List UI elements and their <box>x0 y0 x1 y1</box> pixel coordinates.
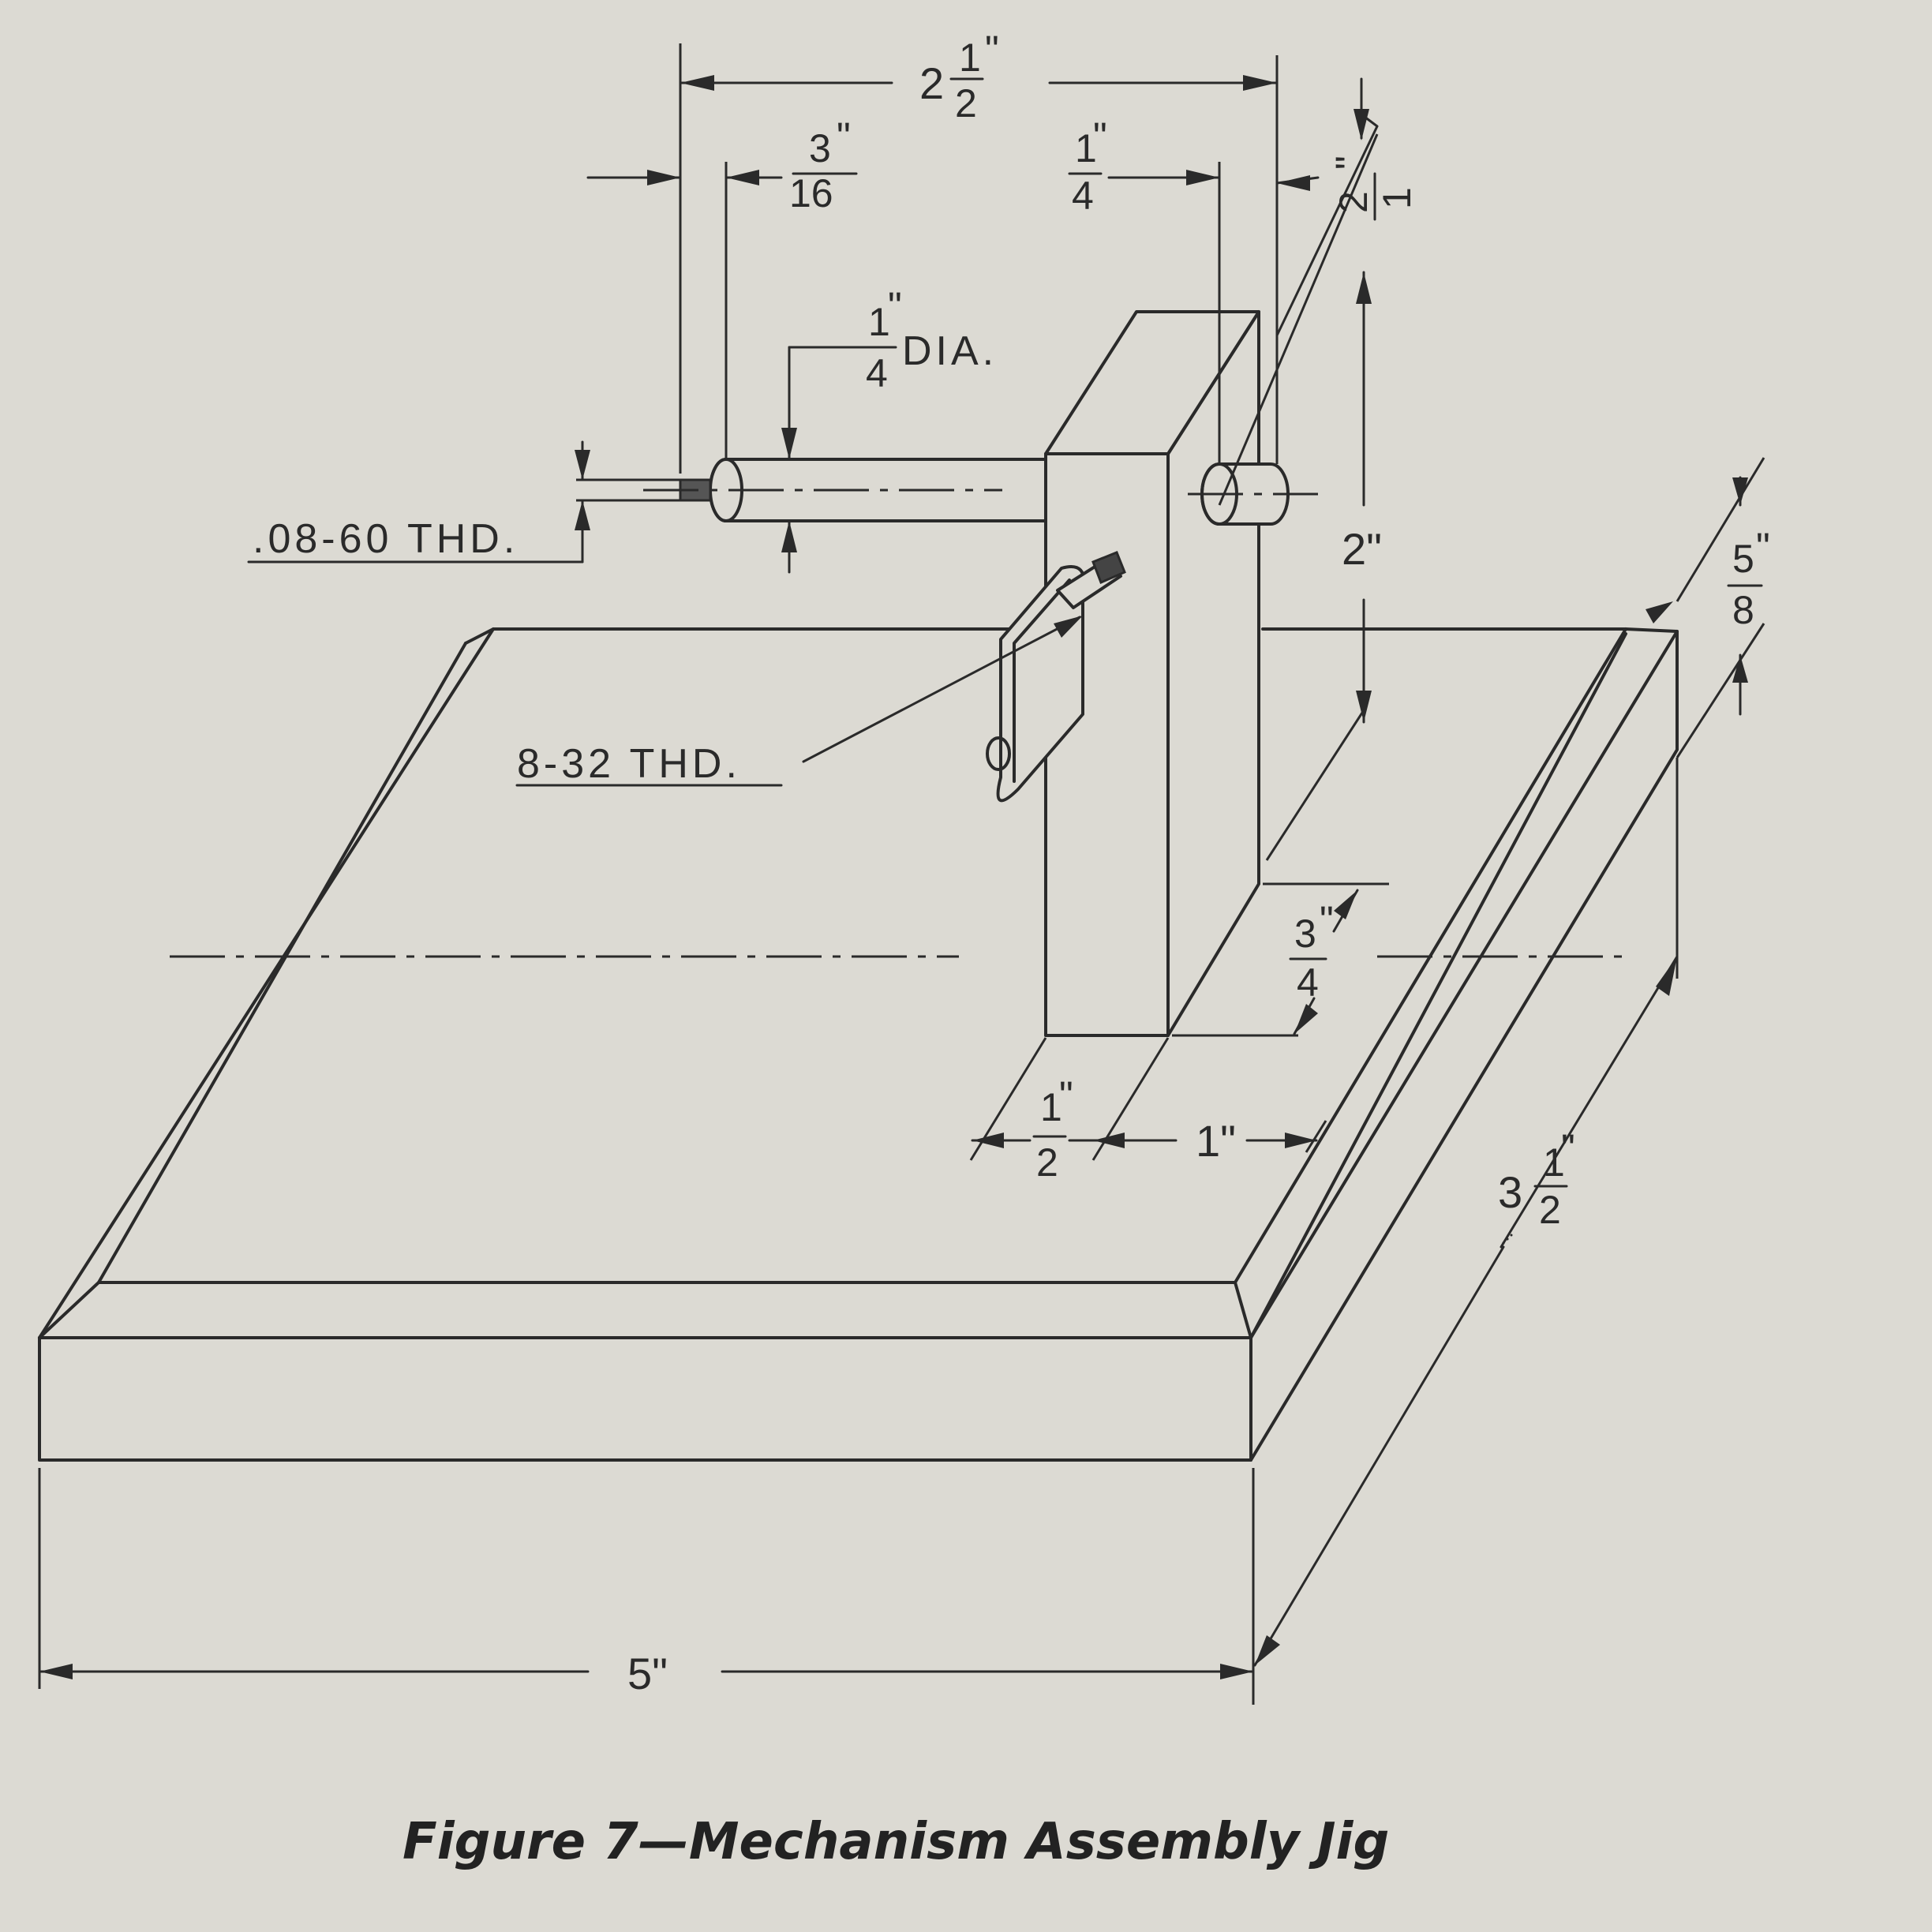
figure-caption: Figure 7—Mechanism Assembly Jig <box>402 1813 1389 1871</box>
svg-text:3: 3 <box>1498 1167 1522 1217</box>
svg-text:3: 3 <box>1294 912 1316 956</box>
svg-text:": " <box>1756 525 1770 569</box>
dim-base-depth: 3 1 " 2 <box>1498 1126 1575 1232</box>
svg-text:1: 1 <box>868 300 890 344</box>
pin-thread-note: .08-60 THD. <box>253 516 519 562</box>
svg-text:1: 1 <box>1543 1140 1565 1185</box>
svg-text:2: 2 <box>955 81 977 125</box>
svg-text:3: 3 <box>809 126 831 170</box>
svg-text:4: 4 <box>1072 174 1094 218</box>
svg-text:2: 2 <box>1331 191 1376 213</box>
svg-text:1: 1 <box>1040 1085 1062 1129</box>
svg-text:DIA.: DIA. <box>902 328 998 374</box>
dim-pin-diameter: 1 " 4 DIA. <box>861 284 998 395</box>
svg-text:": " <box>1093 114 1107 159</box>
dim-right-offset: 1 " 4 <box>1068 114 1107 218</box>
svg-text:": " <box>1327 155 1372 170</box>
svg-text:": " <box>1561 1126 1575 1170</box>
svg-text:": " <box>888 284 902 328</box>
dim-base-width: 5" <box>627 1649 668 1698</box>
dim-post-setback: 3 " 4 <box>1289 898 1334 1005</box>
dim-pin-length: 3 " 16 <box>789 114 858 215</box>
dimension-lines <box>38 43 1765 1705</box>
svg-text:1: 1 <box>1075 126 1097 170</box>
svg-text:8: 8 <box>1732 588 1754 632</box>
svg-text:1: 1 <box>959 36 981 80</box>
base-plate <box>38 627 1679 1462</box>
dim-base-thickness: 5 " 8 <box>1727 525 1770 632</box>
svg-text:2: 2 <box>1539 1188 1561 1232</box>
dim-post-thickness: 1 " 2 <box>1032 1073 1073 1185</box>
dim-post-top-depth: 2 1 " <box>1327 155 1419 221</box>
dim-overall-width: 2 1 2 " <box>919 28 999 125</box>
svg-text:": " <box>985 28 999 72</box>
right-pin <box>1188 462 1318 526</box>
svg-text:": " <box>1320 898 1334 942</box>
svg-text:4: 4 <box>1297 960 1319 1005</box>
svg-text:2: 2 <box>919 58 944 108</box>
screw-thread-note: 8-32 THD. <box>517 741 741 787</box>
svg-text:4: 4 <box>866 351 888 395</box>
svg-text:5: 5 <box>1732 537 1754 581</box>
svg-text:1: 1 <box>1375 187 1419 209</box>
pin-rod <box>643 458 1047 522</box>
svg-text:": " <box>837 114 851 159</box>
svg-text:2: 2 <box>1036 1140 1058 1185</box>
svg-text:": " <box>1059 1073 1073 1118</box>
svg-text:16: 16 <box>789 171 833 215</box>
dim-post-height: 2" <box>1342 524 1382 574</box>
dim-post-gap: 1" <box>1196 1116 1236 1166</box>
